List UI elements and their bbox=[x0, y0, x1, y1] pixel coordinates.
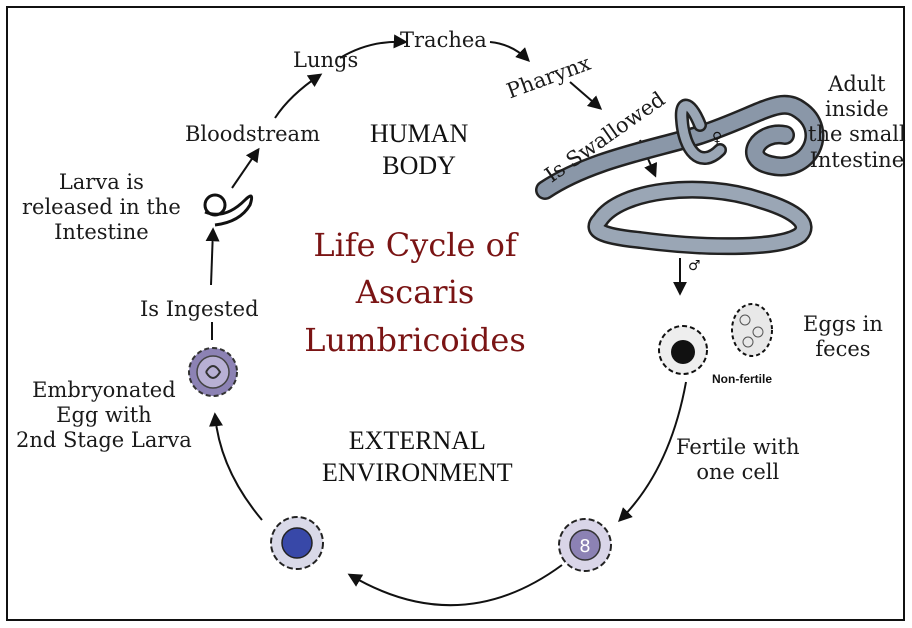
label-bloodstream: Bloodstream bbox=[185, 122, 320, 147]
label-ingested: Is Ingested bbox=[140, 297, 259, 322]
svg-text:8: 8 bbox=[579, 536, 590, 557]
arrow-bottom-to-embryonated bbox=[215, 415, 262, 520]
adult-worm-illustration bbox=[545, 105, 814, 246]
female-symbol-icon: ♀ bbox=[712, 130, 722, 146]
label-non-fertile: Non-fertile bbox=[712, 372, 772, 386]
embryonated-egg-top bbox=[189, 348, 237, 396]
arrow-pharynx-swallowed bbox=[570, 82, 600, 108]
arrow-trachea-pharynx bbox=[490, 42, 528, 60]
diagram-title: Life Cycle of Ascaris Lumbricoides bbox=[250, 222, 580, 364]
label-larva: Larva is released in the Intestine bbox=[22, 170, 181, 246]
arrow-fertile-embryonated bbox=[350, 565, 562, 605]
label-embryonated: Embryonated Egg with 2nd Stage Larva bbox=[16, 378, 192, 454]
label-eggs-feces: Eggs in feces bbox=[803, 312, 883, 362]
arrow-larva-bloodstream bbox=[232, 150, 258, 188]
label-lungs: Lungs bbox=[293, 48, 358, 73]
section-human-body: HUMAN BODY bbox=[370, 118, 468, 181]
arrow-bloodstream-lungs bbox=[275, 75, 320, 118]
larva-illustration bbox=[205, 195, 252, 225]
arrow-ingested-larva bbox=[211, 230, 213, 285]
egg-in-feces-nonfertile bbox=[732, 304, 772, 356]
embryonated-egg-bottom bbox=[271, 517, 323, 569]
egg-in-feces-fertile bbox=[659, 326, 707, 374]
label-fertile: Fertile with one cell bbox=[676, 435, 800, 485]
label-trachea: Trachea bbox=[400, 28, 487, 53]
label-adult: Adult inside the small Intestine bbox=[808, 72, 906, 173]
section-external-environment: EXTERNAL ENVIRONMENT bbox=[322, 425, 513, 488]
fertile-egg: 8 bbox=[559, 519, 611, 571]
male-symbol-icon: ♂ bbox=[688, 258, 701, 274]
